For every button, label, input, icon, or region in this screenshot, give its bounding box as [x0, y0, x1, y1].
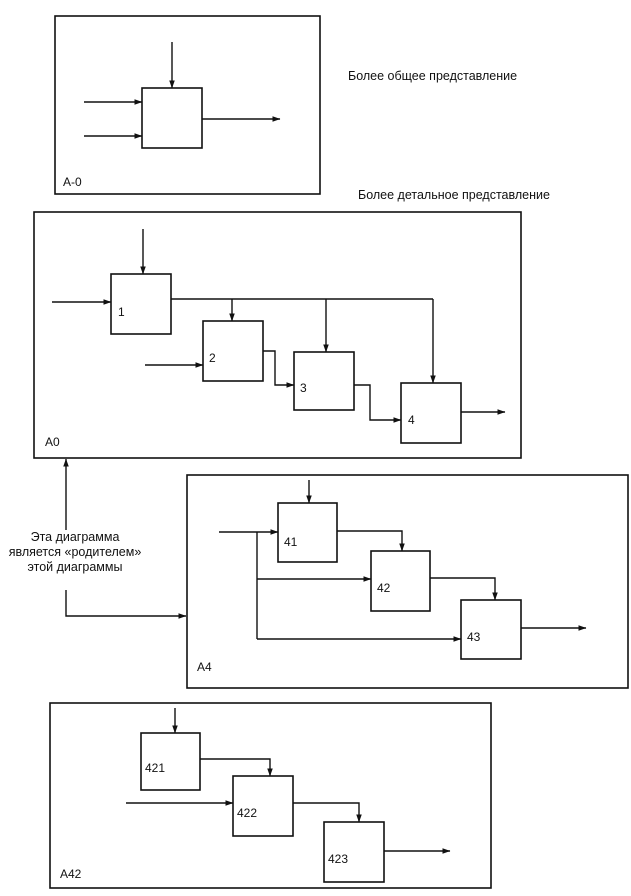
box-42: [370, 550, 431, 612]
box-label-43: 43: [467, 630, 481, 644]
parent-note-line-1: Эта диаграмма: [31, 530, 120, 544]
diagram-a4: 41 42 43 A4: [186, 474, 629, 689]
caption-general: Более общее представление: [348, 69, 517, 83]
diagram-label-a0: A0: [45, 435, 60, 449]
control-arrow: [200, 758, 273, 777]
diagram-a0: 1 2 3 4 A0: [33, 211, 522, 459]
box-label-423: 423: [328, 852, 348, 866]
diagram-label-a4: A4: [197, 660, 212, 674]
box-3: [293, 351, 355, 411]
caption-detailed: Более детальное представление: [358, 188, 550, 202]
box-label-2: 2: [209, 351, 216, 365]
box-43: [460, 599, 522, 660]
box-label-422: 422: [237, 806, 257, 820]
box-4: [400, 382, 462, 444]
diagram-label-a42: A42: [60, 867, 82, 881]
child-arrow-right: [65, 590, 187, 619]
parent-note-line-2: является «родителем»: [9, 545, 142, 559]
box-label-3: 3: [300, 381, 307, 395]
box-label-4: 4: [408, 413, 415, 427]
control-arrow: [337, 530, 405, 552]
parent-note: Эта диаграмма является «родителем» этой …: [9, 458, 187, 619]
diagram-a-minus0: A-0: [54, 15, 321, 195]
flow-arrow: [354, 384, 402, 423]
frame-a4: [186, 474, 629, 689]
diagram-a42: 421 422 423 A42: [49, 702, 492, 889]
flow-arrow: [263, 350, 295, 388]
box-41: [277, 502, 338, 563]
box-a-minus0: [141, 87, 203, 149]
box-label-421: 421: [145, 761, 165, 775]
box-421: [140, 732, 201, 791]
diagram-label-a-minus0: A-0: [63, 175, 82, 189]
box-1: [110, 273, 172, 335]
box-422: [232, 775, 294, 837]
control-arrow: [293, 802, 362, 823]
box-label-42: 42: [377, 581, 391, 595]
control-arrow: [430, 577, 498, 601]
box-423: [323, 821, 385, 883]
parent-note-line-3: этой диаграммы: [28, 560, 123, 574]
frame-a-minus0: [54, 15, 321, 195]
box-label-41: 41: [284, 535, 298, 549]
frame-a0: [33, 211, 522, 459]
frame-a42: [49, 702, 492, 889]
box-label-1: 1: [118, 305, 125, 319]
